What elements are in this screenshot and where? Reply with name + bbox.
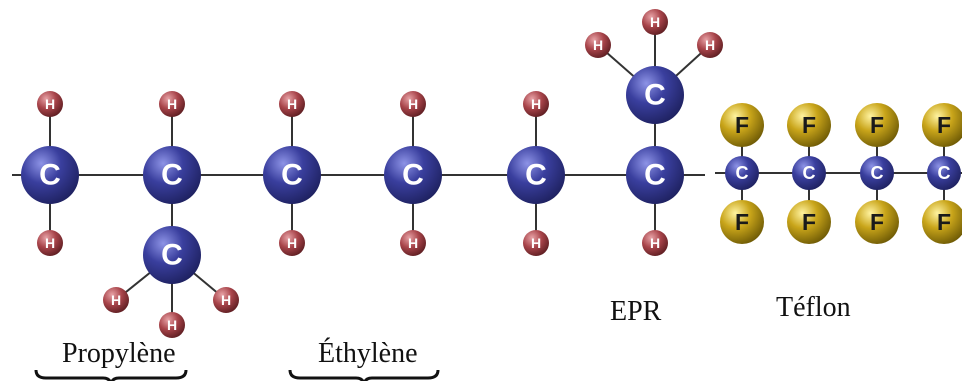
hydrogen-atom: H	[400, 230, 426, 256]
carbon-symbol: C	[161, 159, 183, 192]
fluorine-symbol: F	[802, 209, 816, 235]
carbon-atom: C	[143, 146, 201, 204]
hydrogen-symbol: H	[111, 292, 121, 308]
propylene-label: Propylène	[62, 338, 176, 369]
hydrogen-atom: H	[523, 91, 549, 117]
hydrogen-symbol: H	[531, 235, 541, 251]
carbon-symbol: C	[644, 159, 666, 192]
carbon-atom: C	[143, 226, 201, 284]
fluorine-atom: F	[855, 200, 899, 244]
hydrogen-atom: H	[279, 230, 305, 256]
ethylene-brace	[288, 369, 440, 381]
fluorine-symbol: F	[802, 112, 816, 138]
hydrogen-symbol: H	[221, 292, 231, 308]
hydrogen-atom: H	[37, 91, 63, 117]
hydrogen-atom: H	[523, 230, 549, 256]
hydrogen-symbol: H	[167, 96, 177, 112]
hydrogen-symbol: H	[650, 14, 660, 30]
carbon-atom: C	[263, 146, 321, 204]
hydrogen-symbol: H	[593, 37, 603, 53]
carbon-atom: C	[792, 156, 826, 190]
braces	[34, 369, 440, 381]
fluorine-atom: F	[787, 103, 831, 147]
hydrogen-atom: H	[159, 312, 185, 338]
hydrogen-symbol: H	[287, 96, 297, 112]
carbon-symbol: C	[281, 159, 303, 192]
hydrogen-atom: H	[642, 230, 668, 256]
hydrogen-atom: H	[697, 32, 723, 58]
carbon-symbol: C	[736, 163, 749, 183]
carbon-symbol: C	[402, 159, 424, 192]
fluorine-symbol: F	[937, 209, 951, 235]
carbon-atom: C	[725, 156, 759, 190]
hydrogen-symbol: H	[45, 96, 55, 112]
fluorine-atom: F	[855, 103, 899, 147]
fluorine-symbol: F	[870, 209, 884, 235]
hydrogen-symbol: H	[705, 37, 715, 53]
hydrogen-symbol: H	[167, 317, 177, 333]
fluorine-atom: F	[922, 200, 962, 244]
ethylene-label: Éthylène	[318, 338, 418, 369]
hydrogen-atom: H	[213, 287, 239, 313]
hydrogen-atom: H	[37, 230, 63, 256]
hydrogen-symbol: H	[45, 235, 55, 251]
fluorine-symbol: F	[870, 112, 884, 138]
carbon-atom: C	[860, 156, 894, 190]
propylene-brace	[34, 369, 188, 381]
carbon-atom: C	[626, 146, 684, 204]
carbon-atom: C	[927, 156, 961, 190]
atoms: HHCHCHHCHHCHHCHHCCHHHCHHHFFCFFCFFCFFC	[21, 9, 962, 338]
carbon-symbol: C	[525, 159, 547, 192]
carbon-symbol: C	[871, 163, 884, 183]
fluorine-atom: F	[787, 200, 831, 244]
carbon-symbol: C	[803, 163, 816, 183]
hydrogen-atom: H	[642, 9, 668, 35]
fluorine-symbol: F	[735, 112, 749, 138]
carbon-symbol: C	[39, 159, 61, 192]
hydrogen-atom: H	[585, 32, 611, 58]
hydrogen-symbol: H	[408, 96, 418, 112]
carbon-atom: C	[507, 146, 565, 204]
hydrogen-symbol: H	[408, 235, 418, 251]
hydrogen-atom: H	[159, 91, 185, 117]
fluorine-atom: F	[922, 103, 962, 147]
hydrogen-atom: H	[279, 91, 305, 117]
fluorine-symbol: F	[937, 112, 951, 138]
carbon-symbol: C	[644, 79, 666, 112]
fluorine-atom: F	[720, 200, 764, 244]
hydrogen-symbol: H	[531, 96, 541, 112]
hydrogen-atom: H	[103, 287, 129, 313]
carbon-symbol: C	[161, 239, 183, 272]
fluorine-symbol: F	[735, 209, 749, 235]
hydrogen-symbol: H	[650, 235, 660, 251]
fluorine-atom: F	[720, 103, 764, 147]
carbon-atom: C	[384, 146, 442, 204]
carbon-symbol: C	[938, 163, 951, 183]
carbon-atom: C	[626, 66, 684, 124]
epr-label: EPR	[610, 296, 662, 327]
carbon-atom: C	[21, 146, 79, 204]
hydrogen-symbol: H	[287, 235, 297, 251]
teflon-label: Téflon	[776, 292, 851, 323]
hydrogen-atom: H	[400, 91, 426, 117]
